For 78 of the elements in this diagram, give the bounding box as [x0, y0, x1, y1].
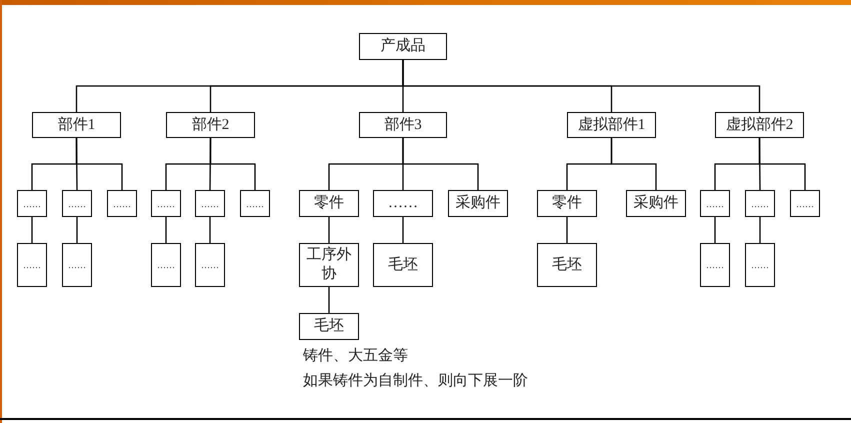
- note-text: 如果铸件为自制件、则向下展一阶: [303, 372, 528, 391]
- tree-box: [32, 112, 121, 138]
- box-text: ……: [796, 198, 814, 208]
- tree-box: [299, 313, 359, 340]
- tree-box: [745, 243, 775, 287]
- connector-line: [758, 138, 806, 190]
- box-text: 毛坯: [313, 317, 345, 336]
- tree-box: [700, 243, 730, 287]
- tree-box: [299, 190, 359, 217]
- tree-box: [151, 190, 181, 217]
- tree-box: [299, 243, 359, 287]
- connector-line: [210, 138, 256, 190]
- connector-line: [209, 217, 211, 243]
- box-text: 采购件: [632, 194, 680, 213]
- tree-box: [62, 190, 92, 217]
- connector-line: [328, 287, 330, 313]
- note-text: 铸件、大五金等: [303, 346, 408, 366]
- box-text: 部件3: [383, 116, 423, 134]
- box-text: ……: [68, 198, 86, 208]
- tree-box: [745, 190, 775, 217]
- box-text: 采购件: [454, 194, 502, 213]
- box-text: 部件2: [190, 116, 230, 134]
- tree-box: [151, 243, 181, 287]
- box-text: 部件1: [56, 116, 96, 134]
- tree-box: [373, 190, 433, 217]
- tree-box: [107, 190, 137, 217]
- tree-box: [700, 190, 730, 217]
- box-text: 产成品: [380, 37, 426, 56]
- tree-box: [373, 243, 433, 287]
- box-text: 毛坯: [387, 256, 419, 274]
- box-text: ……: [387, 194, 419, 213]
- tree-box: [359, 112, 447, 138]
- tree-box: [448, 190, 508, 217]
- box-text: ……: [751, 260, 769, 270]
- box-text: ……: [706, 198, 724, 208]
- box-text: 毛坯: [551, 256, 583, 274]
- tree-box: [715, 112, 804, 138]
- connector-line: [76, 217, 78, 243]
- box-text: 工序外协: [306, 246, 352, 284]
- connector-line: [759, 217, 761, 243]
- box-text: ……: [246, 198, 264, 208]
- connector-line: [714, 217, 716, 243]
- connector-line: [31, 217, 33, 243]
- box-text: ……: [157, 198, 175, 208]
- box-text: ……: [201, 198, 219, 208]
- connector-line: [610, 138, 657, 190]
- box-text: 虚拟部件1: [576, 116, 646, 134]
- tree-box: [17, 190, 47, 217]
- tree-box: [567, 112, 656, 138]
- tree-box: [166, 112, 255, 138]
- tree-box: [17, 243, 47, 287]
- box-text: 零件: [551, 194, 583, 213]
- box-text: ……: [201, 260, 219, 270]
- tree-box: [790, 190, 820, 217]
- box-text: ……: [751, 198, 769, 208]
- tree-box: [626, 190, 686, 217]
- connector-line: [402, 60, 760, 112]
- tree-box: [240, 190, 270, 217]
- connector-line: [402, 138, 479, 190]
- tree-box: [195, 243, 225, 287]
- connector-line: [76, 138, 123, 190]
- connector-line: [165, 217, 167, 243]
- box-text: ……: [113, 198, 131, 208]
- box-text: ……: [23, 260, 41, 270]
- box-text: ……: [157, 260, 175, 270]
- connector-line: [566, 217, 568, 243]
- box-text: ……: [23, 198, 41, 208]
- box-text: ……: [68, 260, 86, 270]
- tree-box: [537, 190, 597, 217]
- box-text: 虚拟部件2: [724, 116, 794, 134]
- connector-line: [402, 217, 404, 243]
- connector-line: [328, 217, 330, 243]
- tree-box: [359, 33, 447, 60]
- box-text: 零件: [313, 194, 345, 213]
- box-text: ……: [706, 260, 724, 270]
- tree-box: [195, 190, 225, 217]
- tree-box: [537, 243, 597, 287]
- tree-box: [62, 243, 92, 287]
